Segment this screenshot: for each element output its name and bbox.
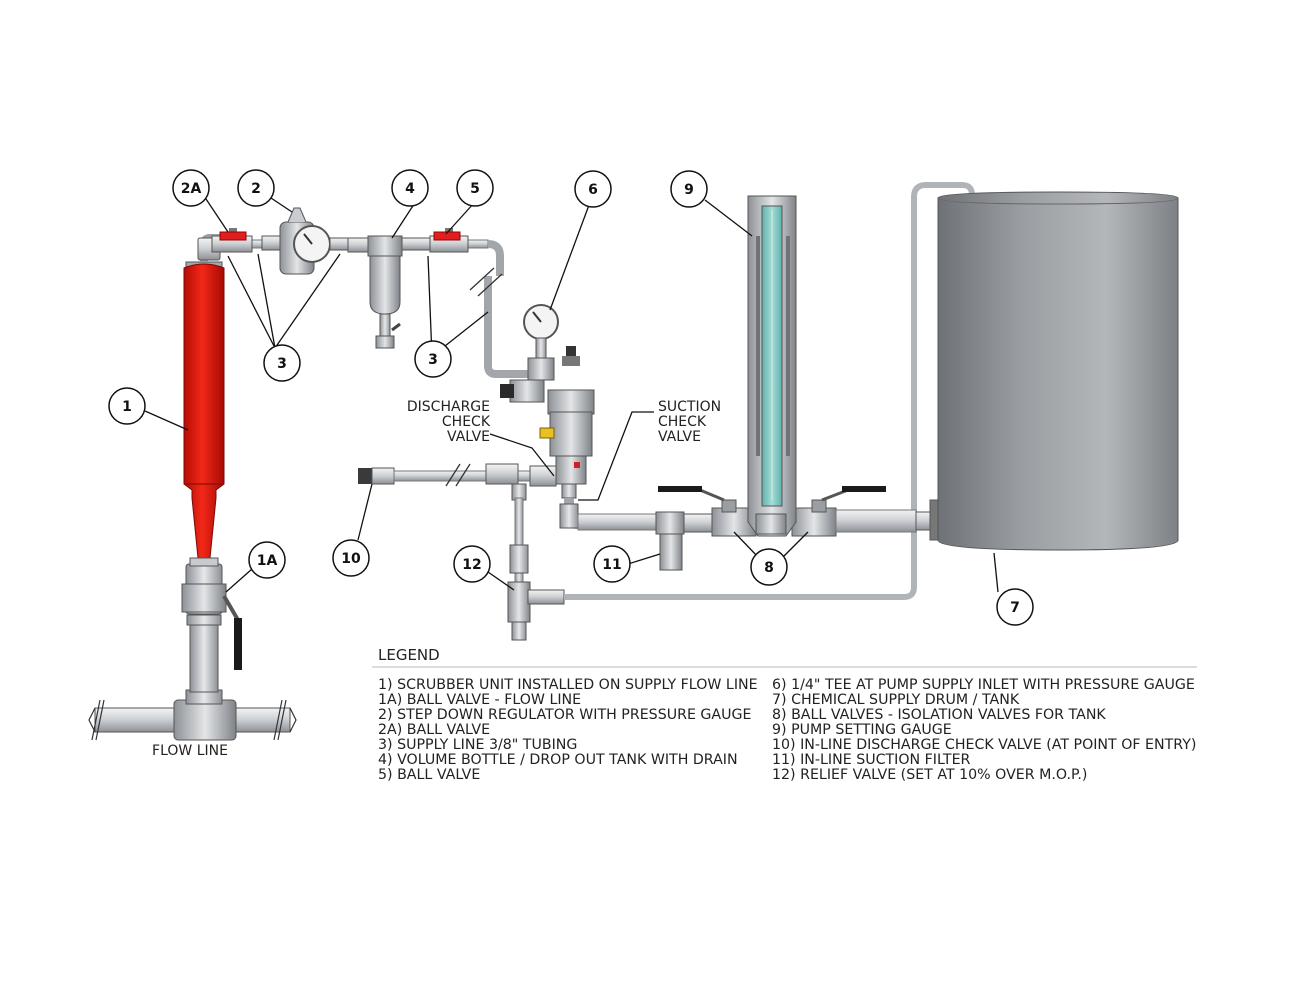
note-discharge-check-valve: DISCHARGE CHECK VALVE: [407, 399, 491, 445]
leader-lines: [144, 195, 999, 593]
svg-text:SUCTION: SUCTION: [658, 399, 721, 415]
svg-text:10: 10: [341, 551, 361, 567]
svg-text:5: 5: [470, 181, 480, 197]
legend-item: 10) IN-LINE DISCHARGE CHECK VALVE (AT PO…: [772, 737, 1196, 753]
legend-item: 2) STEP DOWN REGULATOR WITH PRESSURE GAU…: [378, 707, 751, 723]
legend-item: 4) VOLUME BOTTLE / DROP OUT TANK WITH DR…: [378, 752, 738, 768]
svg-text:4: 4: [405, 181, 415, 197]
svg-text:2A: 2A: [181, 181, 202, 197]
legend-item: 6) 1/4" TEE AT PUMP SUPPLY INLET WITH PR…: [772, 677, 1195, 693]
suction-line: [559, 498, 659, 531]
svg-text:6: 6: [588, 182, 598, 198]
balloon-10: 10: [332, 539, 370, 577]
svg-text:11: 11: [602, 557, 621, 573]
legend-item: 5) BALL VALVE: [378, 767, 480, 783]
legend-item: 2A) BALL VALVE: [378, 722, 490, 738]
legend-item: 12) RELIEF VALVE (SET AT 10% OVER M.O.P.…: [772, 767, 1087, 783]
legend-right-column: 6) 1/4" TEE AT PUMP SUPPLY INLET WITH PR…: [772, 677, 1196, 783]
pump-setting-gauge-9: [747, 195, 797, 537]
balloon-2a: 2A: [172, 169, 210, 207]
balloon-8: 8: [750, 548, 788, 586]
ball-valve-2a: [211, 228, 253, 253]
legend: LEGEND 1) SCRUBBER UNIT INSTALLED ON SUP…: [372, 646, 1197, 783]
svg-text:VALVE: VALVE: [447, 429, 490, 445]
balloon-11: 11: [593, 545, 631, 583]
note-flow-line: FLOW LINE: [152, 743, 228, 759]
balloon-4: 4: [391, 169, 429, 207]
legend-item: 1A) BALL VALVE - FLOW LINE: [378, 692, 581, 708]
regulator-2: [261, 207, 361, 275]
balloon-5: 5: [456, 169, 494, 207]
svg-text:CHECK: CHECK: [442, 414, 491, 430]
note-suction-check-valve: SUCTION CHECK VALVE: [658, 399, 721, 445]
legend-item: 3) SUPPLY LINE 3/8" TUBING: [378, 737, 577, 753]
legend-item: 7) CHEMICAL SUPPLY DRUM / TANK: [772, 692, 1020, 708]
volume-bottle-4: [347, 235, 443, 349]
pump-assembly: [500, 304, 595, 499]
flow-line-pipe: [88, 689, 297, 741]
balloon-9: 9: [670, 170, 708, 208]
balloon-2: 2: [237, 169, 275, 207]
suction-filter-11: [655, 511, 715, 571]
relief-line: [507, 182, 975, 641]
svg-text:CHECK: CHECK: [658, 414, 707, 430]
riser-pipe: [186, 609, 222, 693]
legend-item: 9) PUMP SETTING GAUGE: [772, 722, 952, 738]
balloon-12: 12: [453, 545, 491, 583]
svg-text:7: 7: [1010, 600, 1020, 616]
balloon-1a: 1A: [248, 541, 286, 579]
balloon-3-right: 3: [414, 340, 452, 378]
balloon-1: 1: [108, 387, 146, 425]
svg-text:9: 9: [684, 182, 694, 198]
svg-text:VALVE: VALVE: [658, 429, 701, 445]
legend-item: 1) SCRUBBER UNIT INSTALLED ON SUPPLY FLO…: [378, 677, 758, 693]
chemical-tank-7: [929, 191, 1179, 551]
legend-title: LEGEND: [378, 646, 440, 664]
svg-text:2: 2: [251, 181, 261, 197]
balloon-6: 6: [574, 170, 612, 208]
legend-left-column: 1) SCRUBBER UNIT INSTALLED ON SUPPLY FLO…: [378, 677, 758, 783]
balloon-3-left: 3: [263, 344, 301, 382]
svg-text:DISCHARGE: DISCHARGE: [407, 399, 490, 415]
balloon-7: 7: [996, 588, 1034, 626]
discharge-line: [358, 463, 557, 501]
supply-tubing-top: [197, 234, 536, 378]
svg-text:3: 3: [277, 356, 287, 372]
svg-text:12: 12: [462, 557, 481, 573]
ball-valve-1a: [181, 563, 242, 670]
legend-item: 11) IN-LINE SUCTION FILTER: [772, 752, 971, 768]
legend-item: 8) BALL VALVES - ISOLATION VALVES FOR TA…: [772, 707, 1106, 723]
svg-text:3: 3: [428, 352, 438, 368]
svg-text:1A: 1A: [257, 553, 278, 569]
scrubber-unit: [183, 261, 225, 567]
svg-text:8: 8: [764, 560, 774, 576]
svg-text:1: 1: [122, 399, 132, 415]
